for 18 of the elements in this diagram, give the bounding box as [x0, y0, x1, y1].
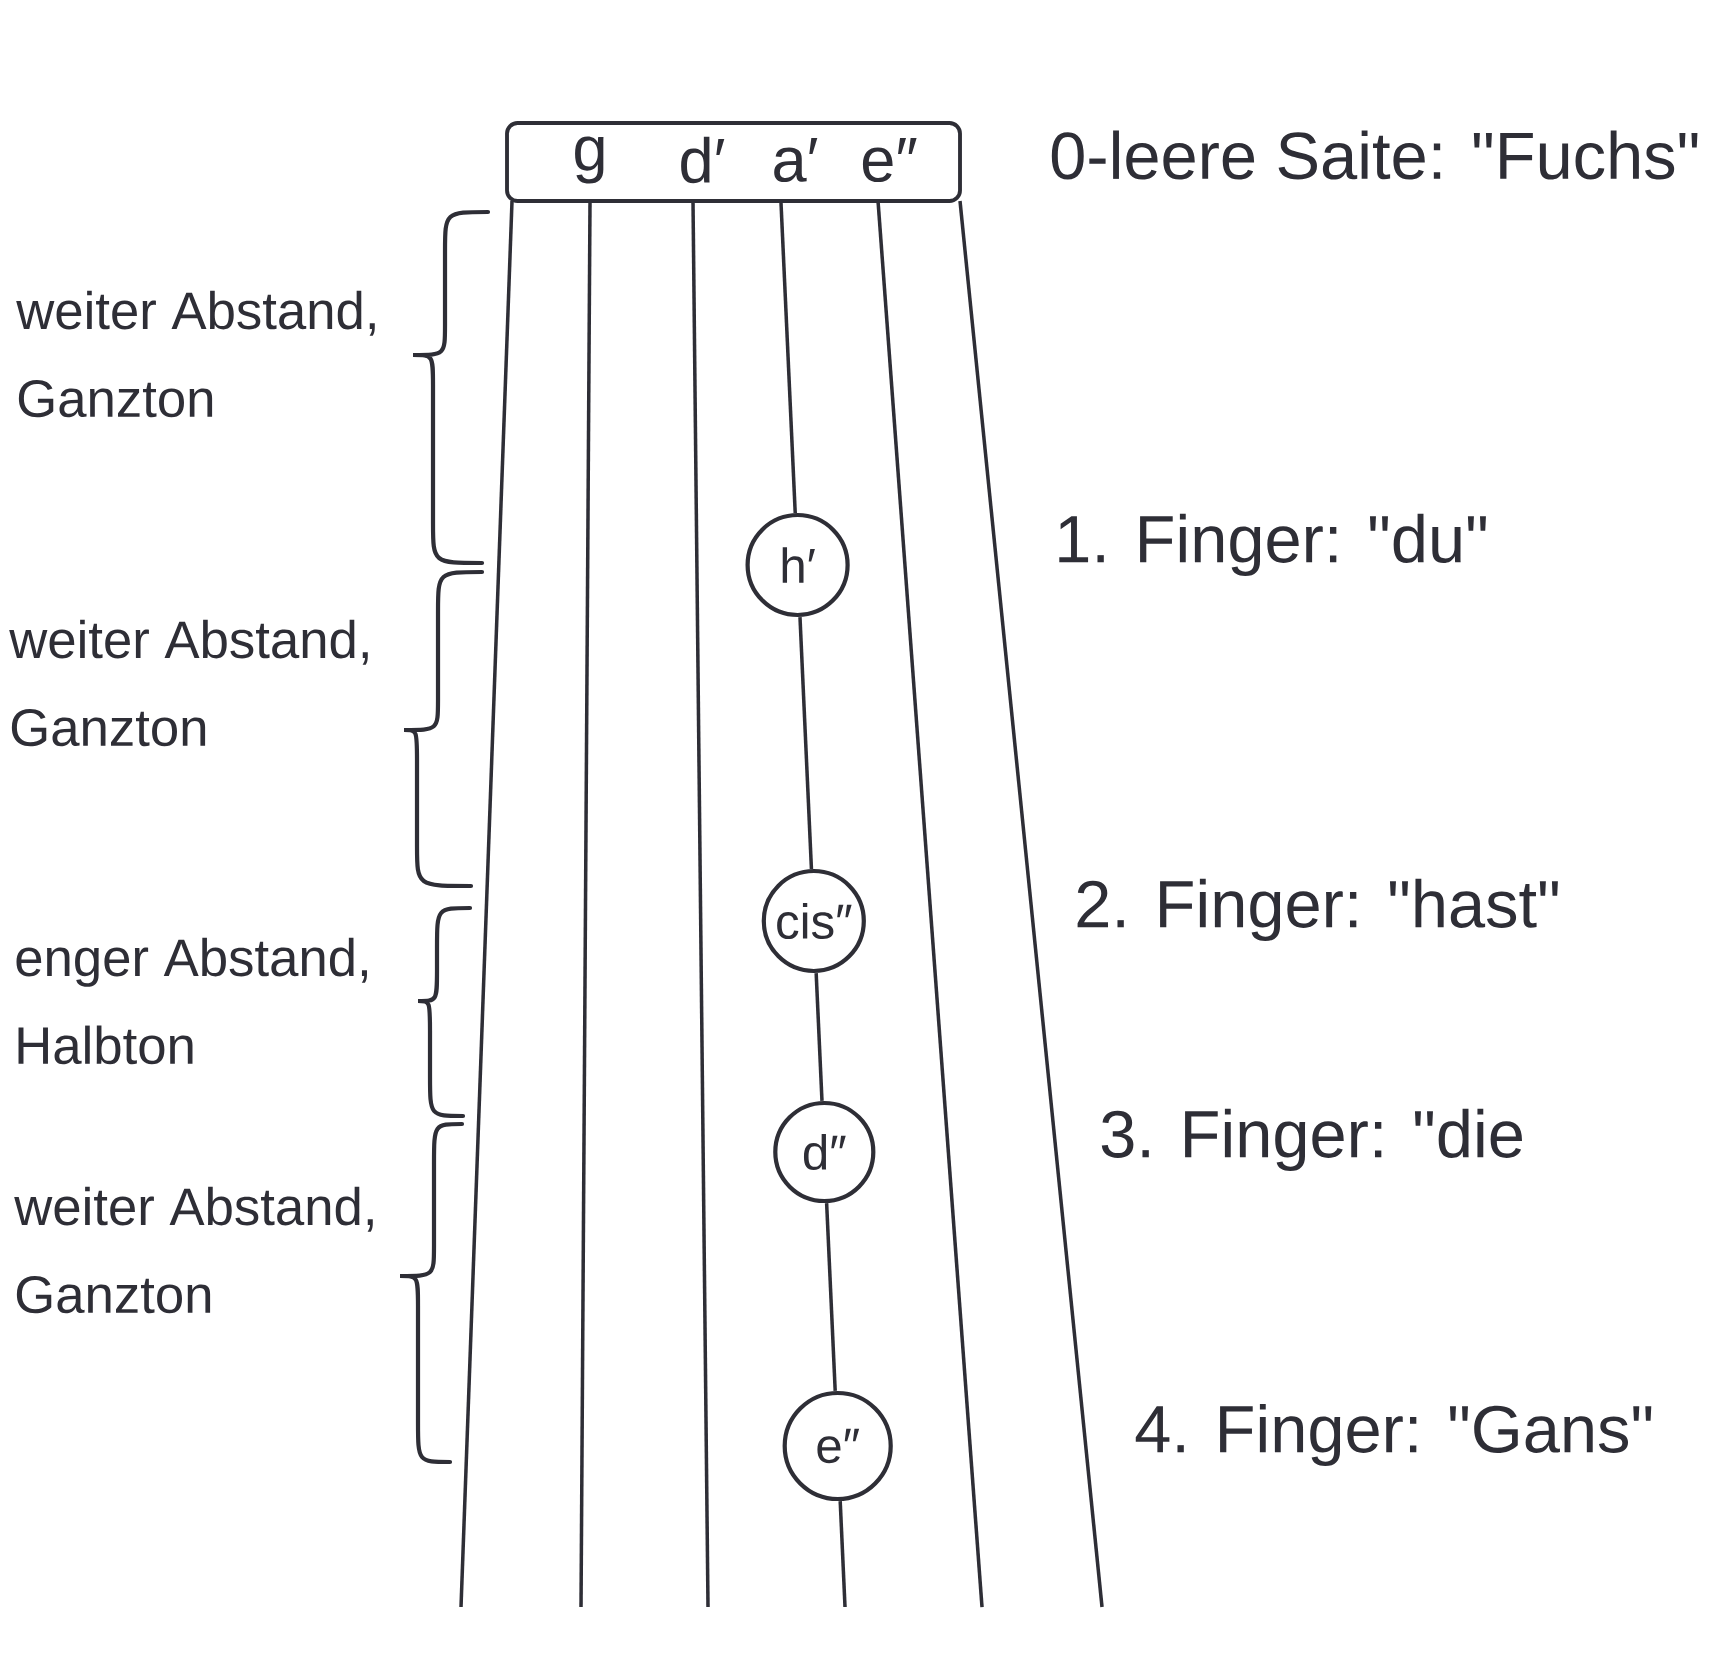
string-segment: [838, 1500, 847, 1608]
interval-label: enger Abstand, Halbton: [16, 937, 367, 1065]
note-label: e″: [862, 137, 917, 183]
note-label: g: [575, 136, 604, 184]
finger-label: 3. Finger: "die: [1101, 1108, 1522, 1172]
string-segment: [779, 202, 797, 514]
finger-label: 2. Finger: "hast": [1077, 878, 1558, 942]
note-label: d′: [681, 136, 725, 184]
interval-label: weiter Abstand, Ganzton: [16, 290, 375, 418]
finger-label: 1. Finger: "du": [1059, 513, 1486, 577]
open-string-label: 0-leere Saite: "Fuchs": [1051, 130, 1698, 180]
string-segment: [824, 1203, 837, 1392]
interval-label: weiter Abstand, Ganzton: [9, 619, 368, 747]
note-label: a′: [774, 137, 818, 183]
string-segment: [798, 616, 814, 870]
string-segment: [814, 972, 824, 1102]
interval-label: weiter Abstand, Ganzton: [14, 1186, 373, 1314]
finger-label: 4. Finger: "Gans": [1135, 1403, 1652, 1467]
